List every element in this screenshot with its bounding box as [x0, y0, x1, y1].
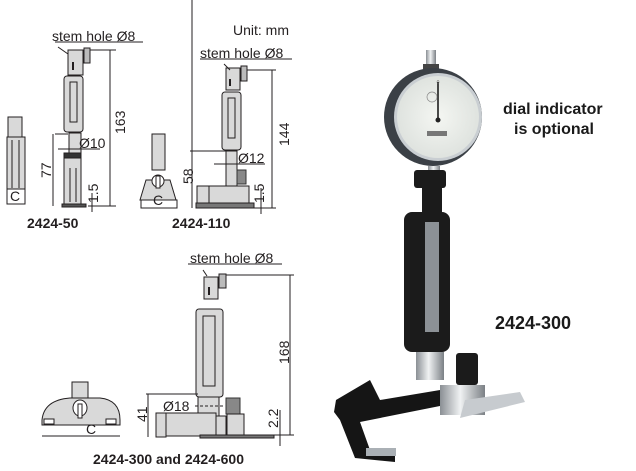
- photo-model-caption: 2424-300: [495, 313, 572, 333]
- model-caption-1: 2424-50: [27, 215, 79, 231]
- dim-diameter-2: Ø12: [238, 150, 265, 166]
- side-label-c-2: C: [153, 192, 164, 208]
- dim-diameter-1: Ø10: [79, 135, 106, 151]
- optional-note-line1: dial indicator: [503, 101, 603, 118]
- stem-hole-label-2: stem hole Ø8: [200, 45, 284, 61]
- svg-text:0: 0: [437, 80, 440, 86]
- side-label-c-1: C: [10, 188, 21, 204]
- model-caption-2: 2424-110: [172, 215, 231, 231]
- stem-hole-label-3: stem hole Ø8: [190, 250, 274, 266]
- optional-note-line2: is optional: [514, 121, 594, 138]
- side-label-c-3: C: [86, 421, 97, 437]
- stem-hole-label-1: stem hole Ø8: [52, 28, 136, 44]
- dim-diameter-3: Ø18: [163, 398, 190, 414]
- model-caption-3: 2424-300 and 2424-600: [93, 451, 244, 467]
- unit-label: Unit: mm: [233, 22, 289, 38]
- dial-indicator-icon: 0: [384, 68, 482, 166]
